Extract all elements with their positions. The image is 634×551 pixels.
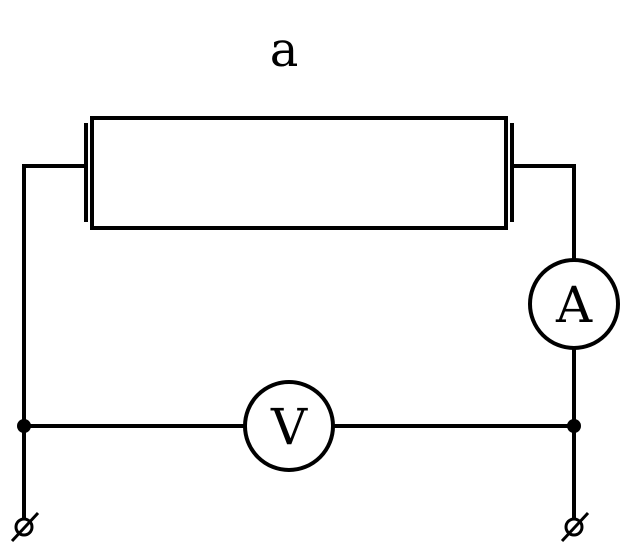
voltmeter-symbol: V: [270, 398, 308, 456]
left-wire: [22, 164, 86, 520]
sample-label: a: [270, 22, 299, 78]
left-terminal-slash: [10, 511, 40, 543]
left-terminal: [10, 511, 40, 543]
voltmeter: V: [243, 380, 335, 472]
right-upper-wire: [512, 164, 576, 262]
sample-body: [90, 116, 508, 230]
right-terminal: [560, 511, 590, 543]
ammeter-symbol: A: [555, 276, 593, 334]
ammeter: A: [528, 258, 620, 350]
left-junction-node: [17, 419, 31, 433]
right-terminal-slash: [560, 511, 590, 543]
right-junction-node: [567, 419, 581, 433]
ammeter-circle: [528, 258, 620, 350]
voltmeter-circle: [243, 380, 335, 472]
